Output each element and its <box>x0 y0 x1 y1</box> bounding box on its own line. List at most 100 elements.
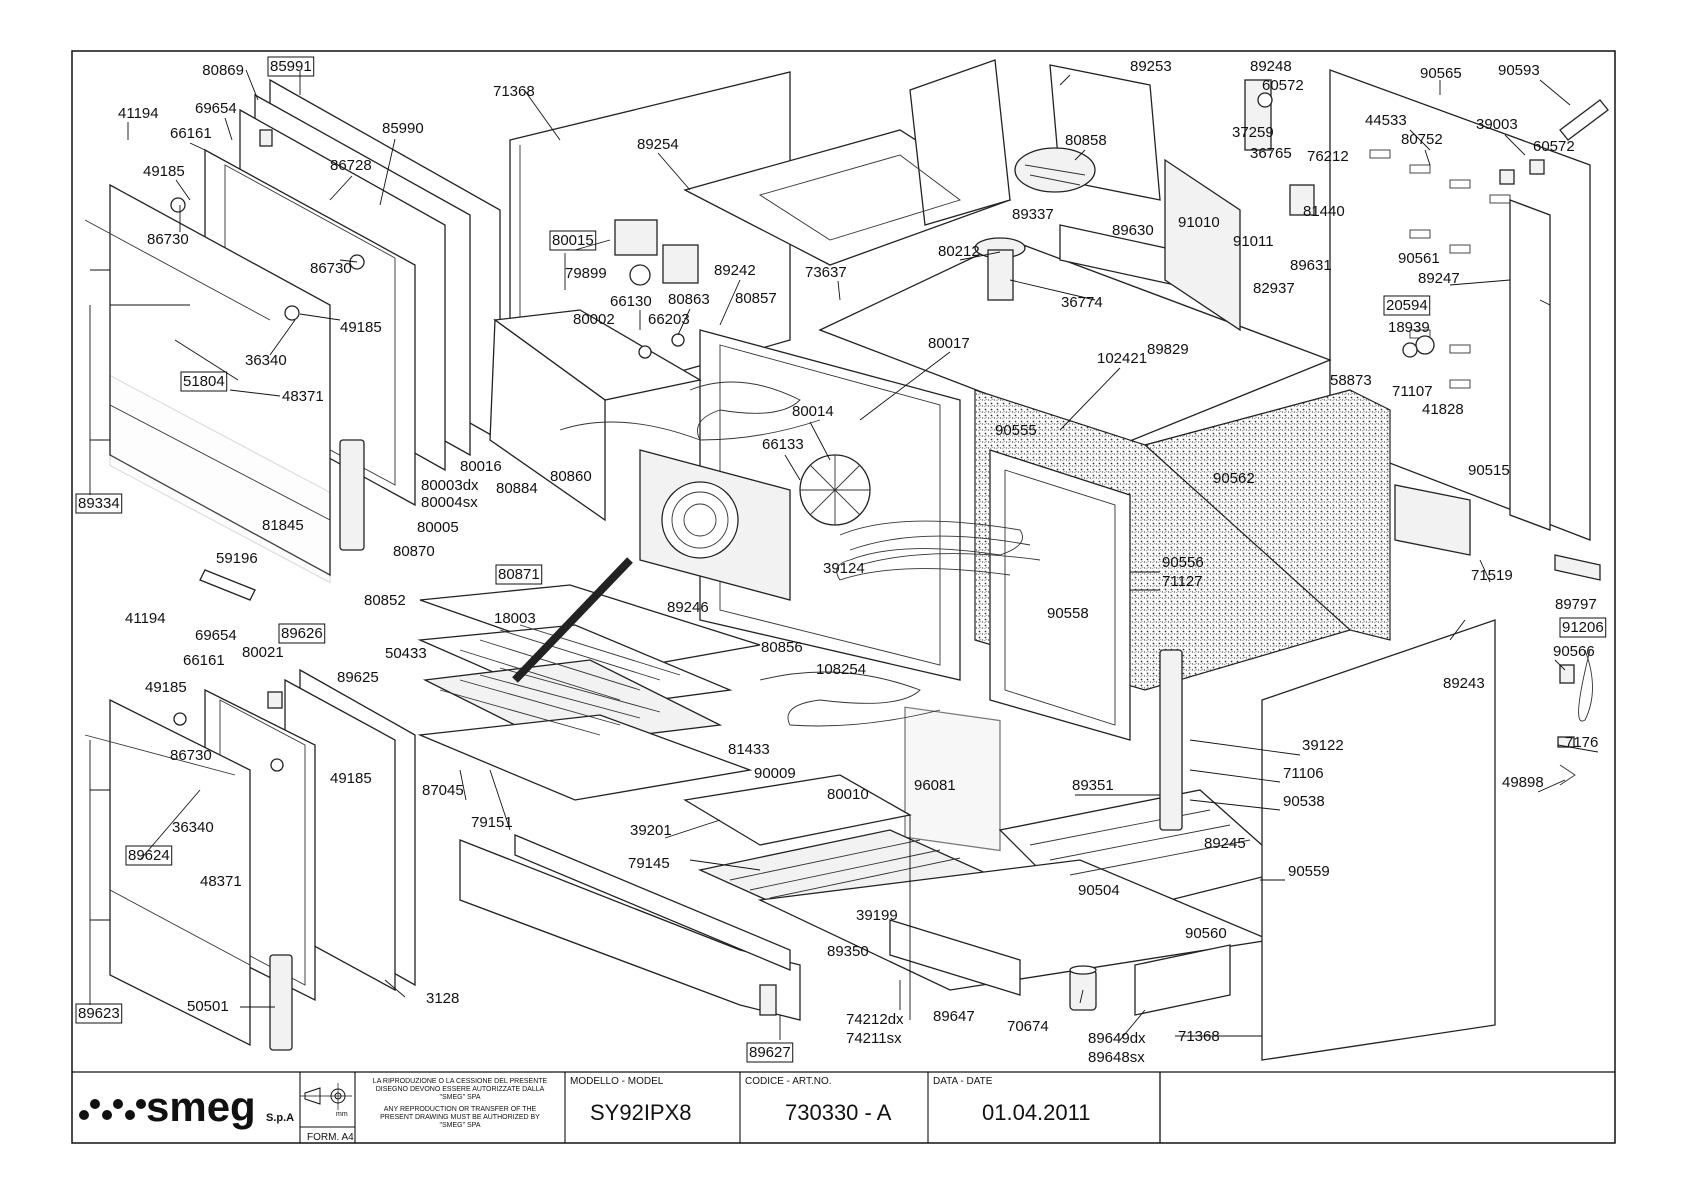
callout-label: 89623 <box>78 1005 120 1022</box>
callout-label: 89631 <box>1290 257 1332 274</box>
callout-box <box>549 230 597 251</box>
model-value: SY92IPX8 <box>590 1100 692 1125</box>
callout-label: 44533 <box>1365 112 1407 129</box>
wire-shelves <box>417 557 761 801</box>
code-label: CODICE - ART.NO. <box>745 1076 832 1087</box>
callout-label: 80015 <box>552 232 594 249</box>
callout-label: 80858 <box>1065 132 1107 149</box>
callout-label: 69654 <box>195 100 237 117</box>
callout-label: 89648sx <box>1088 1049 1145 1066</box>
callout-label: 90538 <box>1283 793 1325 810</box>
callout-label: 89247 <box>1418 270 1460 287</box>
callout-label: 89797 <box>1555 596 1597 613</box>
callout-label: 89626 <box>281 625 323 642</box>
callout-label: 66133 <box>762 436 804 453</box>
callout-label: 39122 <box>1302 737 1344 754</box>
callout-label: 48371 <box>282 388 324 405</box>
callout-label: 89350 <box>827 943 869 960</box>
callout-label: 66161 <box>170 125 212 142</box>
callout-label: 87045 <box>422 782 464 799</box>
callout-label: 80752 <box>1401 131 1443 148</box>
callout-label: 89253 <box>1130 58 1172 75</box>
callout-box <box>278 623 326 644</box>
callout-label: 102421 <box>1097 350 1147 367</box>
callout-label: 79899 <box>565 265 607 282</box>
callout-box <box>180 371 228 392</box>
callout-label: 80021 <box>242 644 284 661</box>
callout-label: 89254 <box>637 136 679 153</box>
callout-label: 39199 <box>856 907 898 924</box>
callout-label: 59196 <box>216 550 258 567</box>
callout-label: 48371 <box>200 873 242 890</box>
callout-box <box>267 56 315 77</box>
title-block: smeg S.p.A mm FORM. A4 LA RIPRODUZIONE O… <box>72 1071 1615 1143</box>
callout-label: 90565 <box>1420 65 1462 82</box>
callout-label: 39124 <box>823 560 865 577</box>
callout-label: 80871 <box>498 566 540 583</box>
callout-box <box>75 493 123 514</box>
callout-label: 90504 <box>1078 882 1120 899</box>
callout-label: 89248 <box>1250 58 1292 75</box>
callout-label: 80852 <box>364 592 406 609</box>
callout-label: 89630 <box>1112 222 1154 239</box>
callout-label: 58873 <box>1330 372 1372 389</box>
callout-label: 80014 <box>792 403 834 420</box>
callout-label: 71107 <box>1392 383 1433 400</box>
callout-label: 49185 <box>143 163 185 180</box>
callout-label: 81440 <box>1303 203 1345 220</box>
callout-label: 80857 <box>735 290 777 307</box>
callout-label: 91011 <box>1233 233 1274 250</box>
callout-label: 89647 <box>933 1008 975 1025</box>
callout-label: 90515 <box>1468 462 1510 479</box>
unit-mm: mm <box>336 1111 348 1118</box>
format-label: FORM. A4 <box>307 1132 354 1143</box>
callout-label: 66203 <box>648 311 690 328</box>
callout-box <box>125 845 173 866</box>
callout-label: 89246 <box>667 599 709 616</box>
callout-label: 86730 <box>170 747 212 764</box>
callout-label: 73637 <box>805 264 847 281</box>
callout-label: 80016 <box>460 458 502 475</box>
callout-box <box>1559 617 1607 638</box>
callout-label: 80870 <box>393 543 435 560</box>
callout-label: 86730 <box>147 231 189 248</box>
callout-label: 74211sx <box>846 1030 902 1047</box>
callout-label: 36340 <box>172 819 214 836</box>
callout-label: 20594 <box>1386 297 1428 314</box>
callout-label: 39201 <box>630 822 672 839</box>
code-value: 730330 - A <box>785 1100 892 1125</box>
callout-label: 85990 <box>382 120 424 137</box>
callout-label: 90555 <box>995 422 1037 439</box>
callout-label: 91010 <box>1178 214 1220 231</box>
callout-label: 66130 <box>610 293 652 310</box>
callout-label: 80856 <box>761 639 803 656</box>
callout-label: 69654 <box>195 627 237 644</box>
callout-label: 89627 <box>749 1044 791 1061</box>
notice-en-1: ANY REPRODUCTION OR TRANSFER OF THE <box>384 1106 537 1113</box>
callout-label: 89625 <box>337 669 379 686</box>
callout-label: 85991 <box>270 58 312 75</box>
callout-label: 89243 <box>1443 675 1485 692</box>
callout-label: 86730 <box>310 260 352 277</box>
sheet-border <box>71 50 1616 1144</box>
callout-label: 18939 <box>1388 319 1430 336</box>
callout-label: 66161 <box>183 652 225 669</box>
callout-label: 86728 <box>330 157 372 174</box>
callout-label: 80884 <box>496 480 538 497</box>
callout-label: 90560 <box>1185 925 1227 942</box>
callout-label: 80212 <box>938 243 980 260</box>
callout-label: 76212 <box>1307 148 1349 165</box>
callout-label: 49185 <box>145 679 187 696</box>
callout-label: 89829 <box>1147 341 1189 358</box>
callout-label: 71127 <box>1162 573 1203 590</box>
callout-label: 80010 <box>827 786 869 803</box>
callout-label: 3128 <box>426 990 459 1007</box>
callout-label: 71106 <box>1283 765 1324 782</box>
callout-label: 71368 <box>1178 1028 1220 1045</box>
callout-label: 41194 <box>118 105 159 122</box>
callout-label: 89245 <box>1204 835 1246 852</box>
callout-label: 41194 <box>125 610 166 627</box>
callout-label: 79151 <box>471 814 513 831</box>
callout-label: 90556 <box>1162 554 1204 571</box>
